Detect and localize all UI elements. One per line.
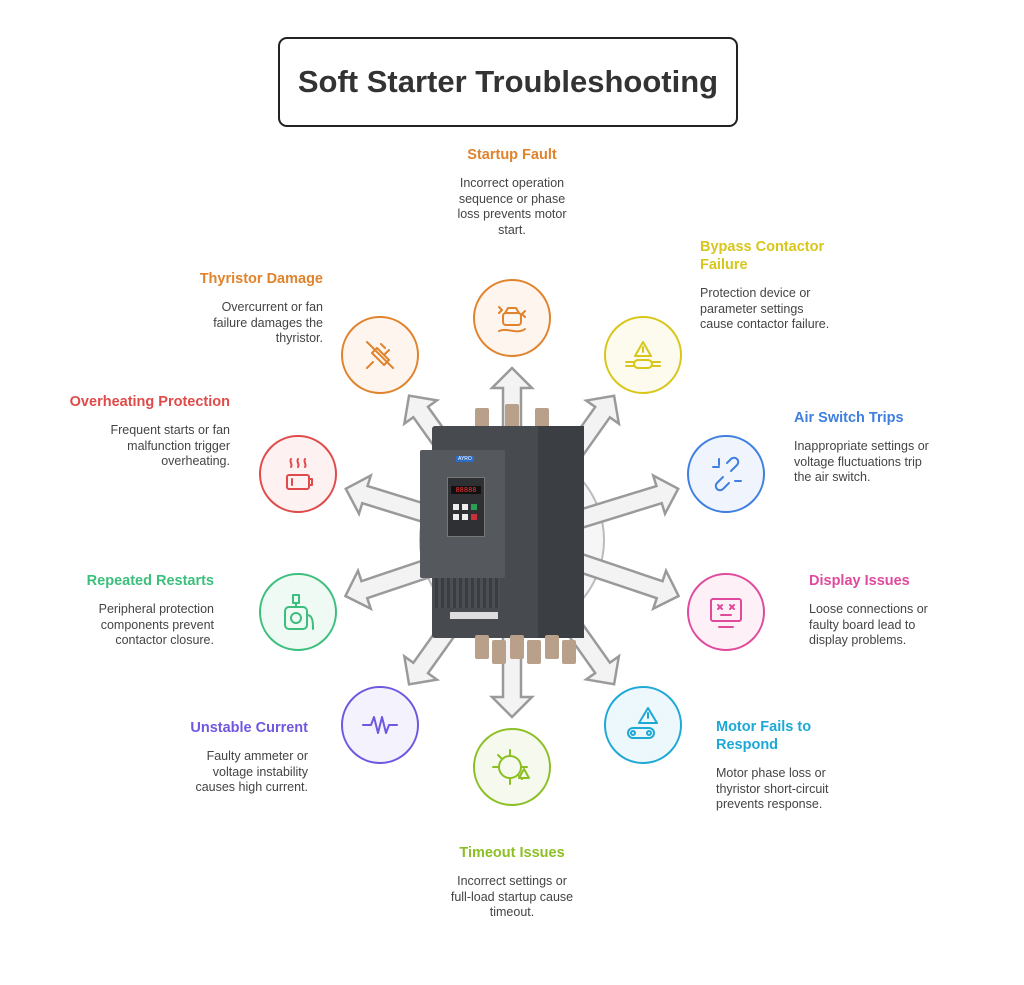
air-switch-trips-circle [687,435,765,513]
item-title: Repeated Restarts [86,573,214,589]
keypad-button[interactable] [462,514,468,520]
soft-starter-device: AYRO 88888 [420,404,600,670]
device-side [538,426,584,638]
item-title: Overheating Protection [69,394,230,410]
item-description: Faulty ammeter or voltage instability ca… [195,749,308,794]
brand-logo: AYRO [456,456,474,462]
keypad-button[interactable] [453,514,459,520]
item-description: Inappropriate settings or voltage fluctu… [794,439,929,484]
item-title: Startup Fault [467,147,557,163]
item-description: Loose connections or faulty board lead t… [809,602,928,647]
terminal-top [475,408,489,430]
keypad-panel: 88888 [447,477,485,537]
broken-monitor-icon [710,598,742,628]
keypad-button[interactable] [453,504,459,510]
item-title: Air Switch Trips [794,410,904,426]
vent-grille [435,578,500,608]
terminal-bottom [475,635,489,659]
repeated-restarts-circle [259,573,337,651]
terminal-top [505,404,519,428]
run-button[interactable] [471,504,477,510]
led-display: 88888 [451,486,481,494]
item-description: Frequent starts or fan malfunction trigg… [110,423,230,468]
startup-fault-circle [473,279,551,357]
gear-warning-icon [492,749,530,785]
thyristor-damage-circle [341,316,419,394]
title-box: Soft Starter Troubleshooting [278,37,738,127]
broken-link-icon [712,456,742,492]
car-skid-icon [498,306,526,333]
item-title: Unstable Current [190,720,308,736]
item-title: Bypass Contactor Failure [700,239,825,273]
terminal-bottom [492,640,506,664]
overheating-protection-circle [259,435,337,513]
heat-battery-icon [286,458,313,490]
warning-conveyor-icon [625,341,661,369]
item-title: Display Issues [809,573,910,589]
front-cover: AYRO 88888 [420,450,505,578]
terminal-bottom [510,635,524,659]
terminal-strip [450,612,498,619]
item-description: Motor phase loss or thyristor short-circ… [716,766,829,811]
item-title: Thyristor Damage [199,271,323,287]
terminal-bottom [527,640,541,664]
page-title: Soft Starter Troubleshooting [297,64,719,99]
motor-fails-to-respond-circle [604,686,682,764]
waveform-icon [362,716,398,734]
item-description: Overcurrent or fan failure damages the t… [213,300,323,345]
item-title: Timeout Issues [459,845,565,861]
terminal-bottom [562,640,576,664]
item-description: Incorrect settings or full-load startup … [450,874,574,919]
display-issues-circle [687,573,765,651]
item-description: Incorrect operation sequence or phase lo… [457,176,567,237]
bypass-contactor-failure-circle [604,316,682,394]
item-title: Motor Fails to Respond [716,719,812,753]
unstable-current-circle [341,686,419,764]
terminal-bottom [545,635,559,659]
keypad-button[interactable] [462,504,468,510]
socket-plug-icon [284,594,314,630]
item-description: Protection device or parameter settings … [700,286,830,331]
unplugged-icon [366,341,394,369]
warning-belt-icon [627,707,658,739]
terminal-top [535,408,549,430]
arrow [565,473,680,533]
item-description: Peripheral protection components prevent… [98,602,214,647]
stop-button[interactable] [471,514,477,520]
timeout-issues-circle [473,728,551,806]
